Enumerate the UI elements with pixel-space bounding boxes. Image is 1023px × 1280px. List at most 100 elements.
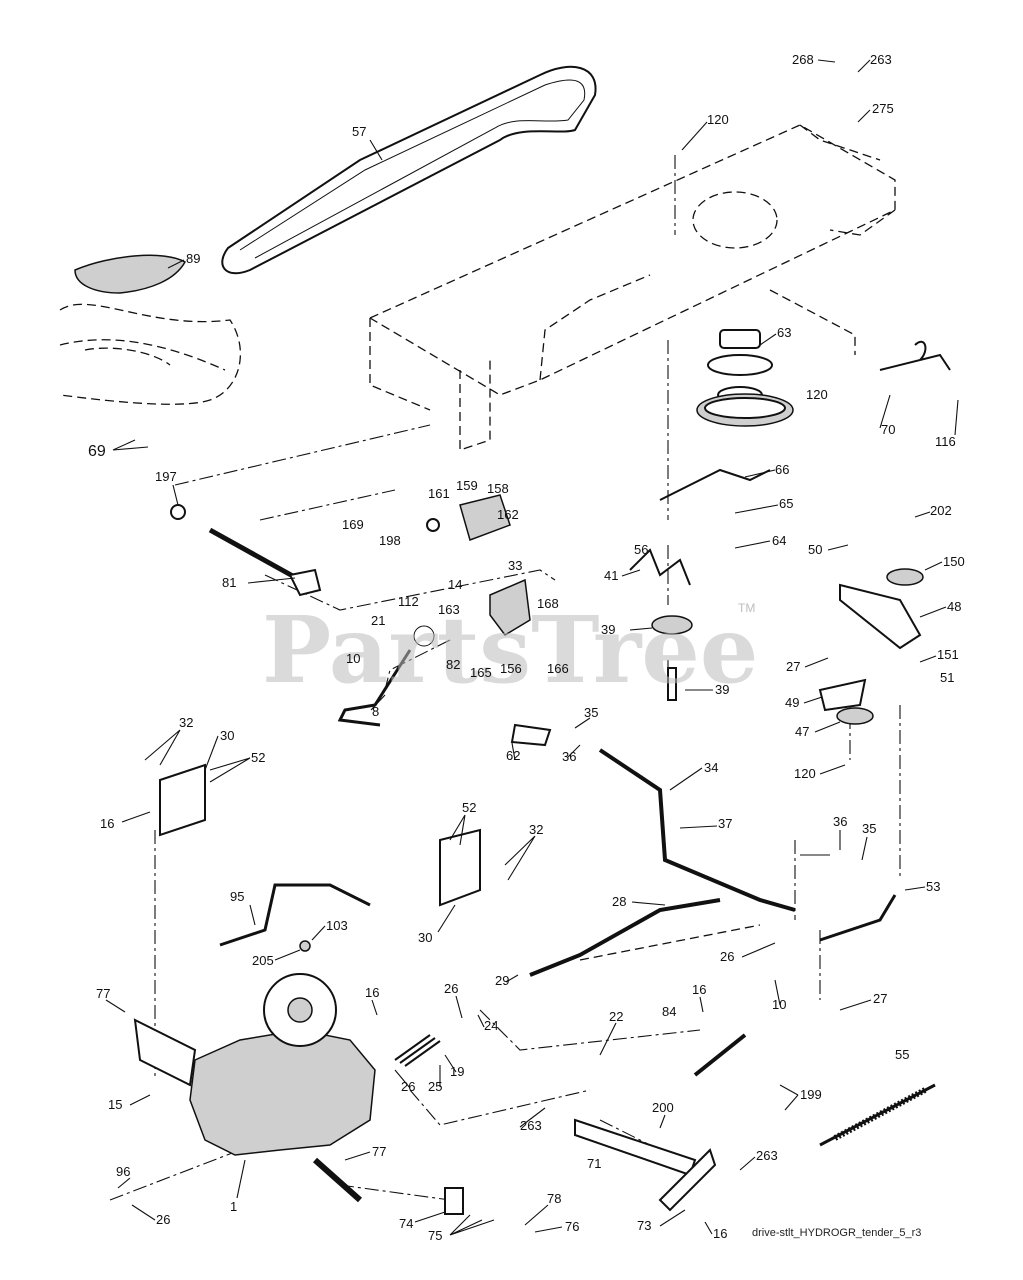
callout-label: 112: [398, 594, 419, 609]
chassis-frame: [59, 124, 896, 451]
watermark: PartsTree TM: [262, 596, 758, 704]
callout-label: 116: [935, 434, 956, 449]
pedal-cover: [74, 254, 187, 294]
callout-label: 151: [937, 647, 959, 662]
callout-label: 30: [418, 930, 432, 945]
callout-label: 8: [372, 704, 379, 719]
parts: [74, 65, 951, 1215]
callout-label: 50: [808, 542, 822, 557]
callout-label: 69: [88, 443, 106, 460]
callout-label: 16: [692, 982, 706, 997]
callout-label: 76: [565, 1219, 579, 1234]
callout-label: 73: [637, 1218, 651, 1233]
callout-label: 268: [792, 52, 814, 67]
callout-label: 32: [529, 822, 543, 837]
callout-label: 57: [352, 124, 366, 139]
callout-label: 205: [252, 953, 274, 968]
label-leaders: [105, 59, 959, 1236]
callout-label: 56: [634, 542, 648, 557]
callout-label: 202: [930, 503, 952, 518]
callout-label: 77: [372, 1144, 386, 1159]
callout-label: 21: [371, 613, 385, 628]
callout-label: 197: [155, 469, 177, 484]
callout-label: 120: [707, 112, 729, 127]
callout-label: 198: [379, 533, 401, 548]
callout-label: 158: [487, 481, 509, 496]
callout-label: 103: [326, 918, 348, 933]
callout-label: 120: [794, 766, 816, 781]
watermark-text: PartsTree: [262, 596, 758, 704]
callout-label: 14: [448, 577, 462, 592]
callout-label: 95: [230, 889, 244, 904]
callout-label: 74: [399, 1216, 413, 1231]
callout-label: 96: [116, 1164, 130, 1179]
callout-label: 163: [438, 602, 460, 617]
callout-label: 24: [484, 1018, 498, 1033]
callout-label: 22: [609, 1009, 623, 1024]
callout-label: 10: [346, 651, 360, 666]
callout-label: 166: [547, 661, 569, 676]
callout-label: 161: [428, 486, 450, 501]
callout-label: 71: [587, 1156, 601, 1171]
callout-label: 78: [547, 1191, 561, 1206]
callout-label: 169: [342, 517, 364, 532]
callout-label: 49: [785, 695, 799, 710]
callout-label: 34: [704, 760, 718, 775]
callout-label: 89: [186, 251, 200, 266]
callout-label: 16: [100, 816, 114, 831]
callout-label: 200: [652, 1100, 674, 1115]
callout-label: 66: [775, 462, 789, 477]
callout-label: 41: [604, 568, 618, 583]
callout-label: 62: [506, 748, 520, 763]
callout-label: 275: [872, 101, 894, 116]
callout-label: 55: [895, 1047, 909, 1062]
callout-label: 156: [500, 661, 522, 676]
callout-label: 27: [786, 659, 800, 674]
callout-label: 165: [470, 665, 492, 680]
callout-label: 63: [777, 325, 791, 340]
callout-label: 25: [428, 1079, 442, 1094]
callout-label: 35: [862, 821, 876, 836]
callout-label: 199: [800, 1087, 822, 1102]
diagram-caption: drive-stlt_HYDROGR_tender_5_r3: [752, 1227, 921, 1239]
idler-pulley: [651, 615, 693, 635]
callout-label: 47: [795, 724, 809, 739]
callout-label: 64: [772, 533, 786, 548]
callout-label: 53: [926, 879, 940, 894]
callout-label: 84: [662, 1004, 676, 1019]
callout-label: 75: [428, 1228, 442, 1243]
callout-label: 263: [520, 1118, 542, 1133]
callout-label: 168: [537, 596, 559, 611]
callout-label: 162: [497, 507, 519, 522]
callout-label: 159: [456, 478, 478, 493]
callout-label: 16: [365, 985, 379, 1000]
callout-label: 48: [947, 599, 961, 614]
callout-label: 120: [806, 387, 828, 402]
callout-label: 51: [940, 670, 954, 685]
callout-label: 26: [720, 949, 734, 964]
callout-label: 150: [943, 554, 965, 569]
callout-label: 32: [179, 715, 193, 730]
callout-label: 1: [230, 1199, 237, 1214]
callout-label: 52: [462, 800, 476, 815]
callout-label: 263: [756, 1148, 778, 1163]
callout-label: 15: [108, 1097, 122, 1112]
callout-label: 37: [718, 816, 732, 831]
callout-label: 26: [156, 1212, 170, 1227]
callout-label: 29: [495, 973, 509, 988]
callout-label: 30: [220, 728, 234, 743]
callout-labels: 268 263 275 120 57 89 63 120 70 116 69 1…: [88, 52, 965, 1243]
callout-label: 27: [873, 991, 887, 1006]
callout-label: 70: [881, 422, 895, 437]
callout-label: 52: [251, 750, 265, 765]
callout-label: 35: [584, 705, 598, 720]
pulley-hub: [719, 329, 761, 349]
callout-label: 16: [713, 1226, 727, 1241]
callout-label: 26: [444, 981, 458, 996]
transaxle: [189, 1029, 376, 1156]
callout-label: 263: [870, 52, 892, 67]
watermark-trademark: TM: [738, 601, 755, 615]
callout-label: 81: [222, 575, 236, 590]
